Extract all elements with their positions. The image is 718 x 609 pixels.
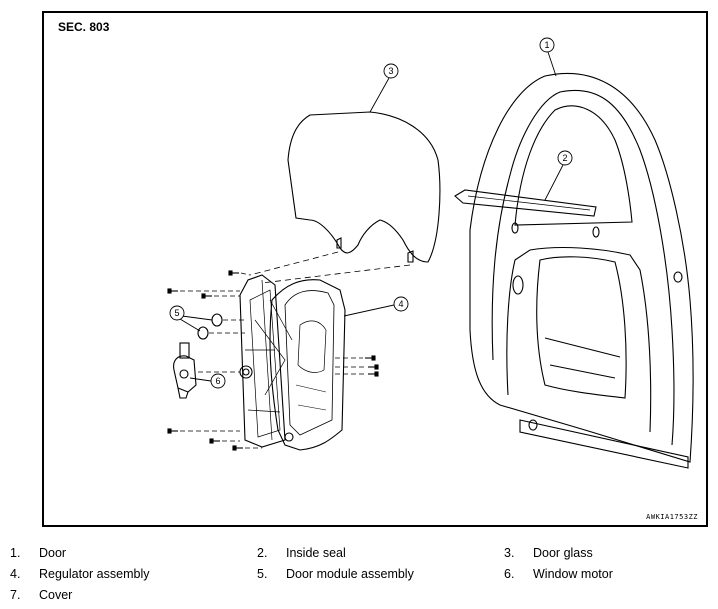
bolt-left-upper-1	[167, 288, 178, 294]
legend-number: 7.	[10, 588, 21, 602]
regulator-assembly	[239, 274, 293, 448]
legend-label: Inside seal	[286, 546, 346, 560]
bolt-left-lower-2	[209, 438, 220, 444]
inside-seal	[454, 189, 597, 217]
legend-number: 5.	[257, 567, 268, 581]
section-label: SEC. 803	[58, 20, 110, 34]
door-glass	[287, 111, 441, 263]
svg-text:2: 2	[562, 153, 567, 163]
svg-text:1: 1	[544, 40, 549, 50]
legend-label: Door module assembly	[286, 567, 414, 581]
legend-label: Cover	[39, 588, 73, 602]
drawing-code: AWKIA1753ZZ	[646, 513, 698, 521]
bolt-left-lower-1	[167, 428, 178, 434]
legend-label: Regulator assembly	[39, 567, 150, 581]
bolt-dashes	[180, 272, 366, 449]
callout-2: 2	[544, 150, 573, 201]
grommet-dashes	[209, 319, 245, 334]
svg-text:5: 5	[174, 308, 179, 318]
svg-text:3: 3	[388, 66, 393, 76]
callout-6: 6	[189, 373, 226, 389]
legend-number: 1.	[10, 546, 21, 560]
grommets	[197, 313, 223, 340]
bolt-left-lower-3	[232, 445, 243, 451]
door-module-assembly	[269, 279, 346, 451]
legend-number: 2.	[257, 546, 268, 560]
cover	[239, 365, 253, 379]
bolts	[167, 270, 379, 451]
door-shell	[469, 72, 694, 469]
svg-text:6: 6	[215, 376, 220, 386]
bolt-right-1	[365, 355, 376, 361]
legend-label: Door glass	[533, 546, 593, 560]
svg-text:4: 4	[398, 299, 403, 309]
callout-4: 4	[343, 296, 409, 317]
assembly-dashes-glass	[249, 251, 411, 284]
legend-number: 4.	[10, 567, 21, 581]
callout-3: 3	[369, 63, 399, 113]
bolt-left-upper-2	[201, 293, 212, 299]
exploded-door-diagram: 1 2 3 4 5 6	[167, 37, 694, 469]
window-motor	[173, 342, 197, 399]
bolt-right-3	[368, 371, 379, 377]
bolt-top	[228, 270, 239, 276]
legend-label: Door	[39, 546, 67, 560]
parts-legend: 1. Door 2. Inside seal 3. Door glass 4. …	[0, 544, 718, 604]
legend-number: 3.	[504, 546, 515, 560]
legend-label: Window motor	[533, 567, 613, 581]
legend-number: 6.	[504, 567, 515, 581]
callouts: 1 2 3 4 5 6	[169, 37, 573, 389]
bolt-right-2	[368, 364, 379, 370]
callout-1: 1	[539, 37, 557, 77]
callout-5: 5	[169, 305, 213, 332]
